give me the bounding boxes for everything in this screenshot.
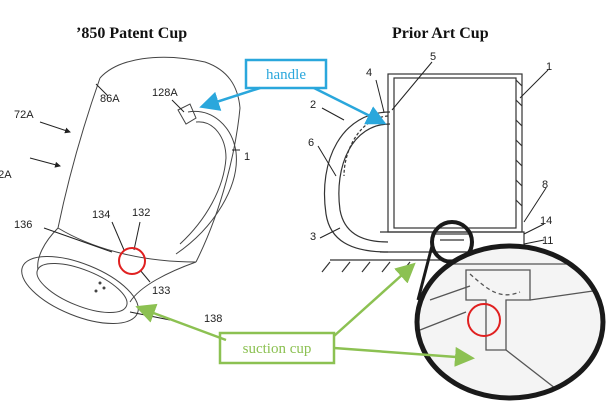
ref-11: 11 <box>542 235 553 247</box>
zoom-connector-left <box>416 245 434 301</box>
suction-cup-callout: suction cup <box>135 262 475 367</box>
suction-callout-box <box>218 331 336 365</box>
ref-4: 4 <box>366 67 372 79</box>
ref-1-left: 1 <box>244 151 250 163</box>
prior-art-leader-lines <box>317 61 549 245</box>
ref-138: 138 <box>204 313 222 325</box>
prior-art-suction-highlight-circle <box>467 303 501 337</box>
suction-arrow-left <box>135 303 227 342</box>
patent-suction-highlight-circle <box>118 247 146 275</box>
ref-2: 2 <box>310 99 316 111</box>
patent-cup-drawing <box>21 56 241 324</box>
ref-3: 3 <box>310 231 316 243</box>
patent-leader-arrows <box>29 83 240 321</box>
suction-callout-label: suction cup <box>243 341 312 357</box>
ref-72a: 72A <box>14 109 34 121</box>
ref-128a: 128A <box>152 87 178 99</box>
handle-callout-box <box>244 58 328 90</box>
ref-86a: 86A <box>100 93 120 105</box>
suction-arrow-right <box>333 346 475 367</box>
suction-arrow-up <box>333 262 416 337</box>
ref-8: 8 <box>542 179 548 191</box>
ref-1-right: 1 <box>546 61 552 73</box>
ref-14: 14 <box>540 215 552 227</box>
zoom-detail-view <box>414 243 606 401</box>
ref-5: 5 <box>430 51 436 63</box>
ref-132: 132 <box>132 207 150 219</box>
ref-134: 134 <box>92 209 110 221</box>
left-title: ’850 Patent Cup <box>76 25 187 42</box>
right-title: Prior Art Cup <box>392 25 489 42</box>
handle-callout-label: handle <box>266 67 306 83</box>
handle-callout: handle <box>199 58 387 125</box>
ref-136: 136 <box>14 219 32 231</box>
ref-133: 133 <box>152 285 170 297</box>
handle-arrow-right <box>313 86 387 125</box>
ref-82a: 82A <box>0 169 12 181</box>
ref-6: 6 <box>308 137 314 149</box>
handle-arrow-left <box>199 86 261 111</box>
